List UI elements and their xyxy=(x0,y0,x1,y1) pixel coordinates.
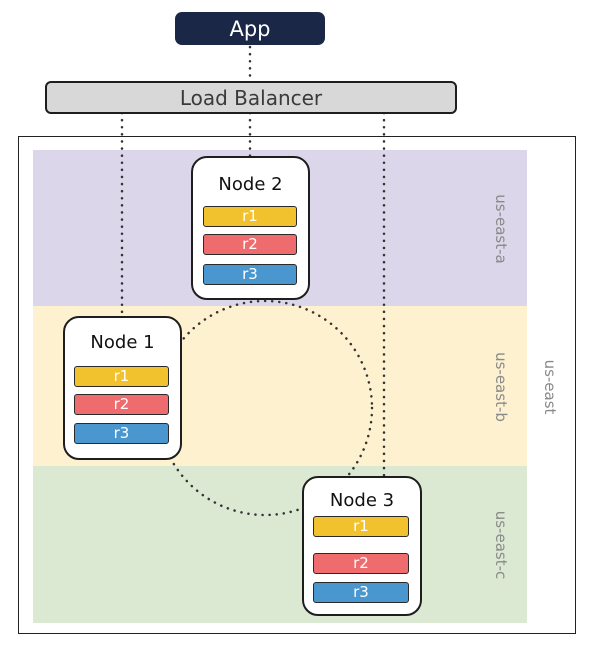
node-2-replica-r3: r3 xyxy=(203,264,297,285)
node-3-replica-r1: r1 xyxy=(313,516,409,537)
node-2-replica-r1: r1 xyxy=(203,206,297,227)
node-2-replica-r2: r2 xyxy=(203,234,297,255)
node-1-replica-r2: r2 xyxy=(74,394,169,415)
app-label: App xyxy=(229,16,271,41)
node-1-title: Node 1 xyxy=(90,332,155,353)
node-3-replica-r2: r2 xyxy=(313,553,409,574)
zone-us-east-c xyxy=(33,466,527,623)
ring-circle xyxy=(156,299,374,517)
node-1-replica-r3: r3 xyxy=(74,423,169,444)
node-2: Node 2 r1 r2 r3 xyxy=(191,156,310,300)
node-1-replica-r1: r1 xyxy=(74,366,169,387)
node-3: Node 3 r1 r2 r3 xyxy=(302,476,422,616)
node-2-title: Node 2 xyxy=(218,174,283,195)
node-3-replica-r3: r3 xyxy=(313,582,409,603)
load-balancer-box: Load Balancer xyxy=(45,81,457,114)
app-box: App xyxy=(175,12,325,45)
node-3-title: Node 3 xyxy=(329,490,395,511)
node-1: Node 1 r1 r2 r3 xyxy=(63,316,182,460)
load-balancer-label: Load Balancer xyxy=(179,85,323,110)
